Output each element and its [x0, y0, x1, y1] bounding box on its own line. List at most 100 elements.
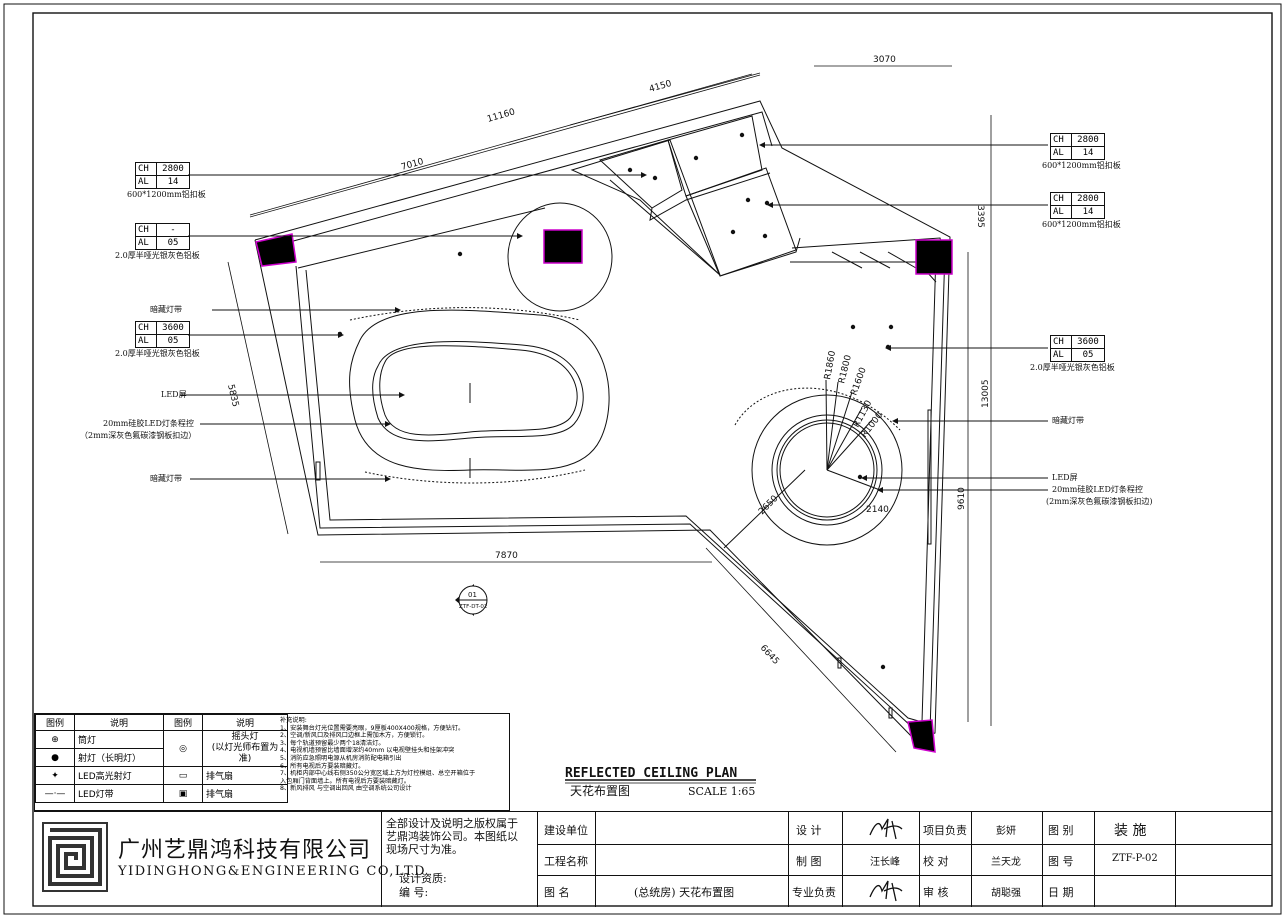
label-hidden-strip-3: 暗藏灯带 [1052, 416, 1084, 425]
design-qualification: 设计资质: [399, 872, 447, 885]
tag-al-value: 05 [156, 334, 190, 348]
tag-ch-label: CH [1050, 133, 1072, 147]
tag-ch-value: - [156, 223, 190, 237]
radius-r1600: R1600 [849, 366, 868, 397]
radius-r1860: R1860 [823, 350, 838, 381]
plan-title-cn: 天花布置图 [570, 783, 630, 798]
major-label: 专业负责 [792, 886, 836, 899]
company-name-cn: 广州艺鼎鸿科技有限公司 [118, 838, 372, 863]
legend-header-icon-2: 图例 [163, 714, 203, 731]
exhaust-fan-square-icon: ▣ [163, 784, 203, 803]
checker-name: 兰天龙 [991, 857, 1021, 868]
dim-9610: 9610 [957, 487, 967, 510]
legend-led-spot: LED高光射灯 [74, 766, 164, 785]
tag-ch-value: 3600 [1071, 335, 1105, 349]
tag-al-label: AL [1050, 205, 1072, 219]
pm-label: 项目负责 [923, 824, 967, 837]
check-label: 校 对 [923, 855, 949, 868]
pm-name: 彭妍 [996, 826, 1016, 837]
legend-downlight: 筒灯 [74, 730, 164, 749]
dim-6645: 6645 [758, 643, 781, 667]
dim-3070: 3070 [873, 55, 896, 65]
dimension-text: 11160 4150 7010 3070 3395 5835 13005 961… [225, 55, 991, 667]
light-fixtures [337, 132, 894, 670]
tag-ch-value: 2800 [1071, 133, 1105, 147]
copyright-line-3: 现场尺寸为准。 [386, 843, 463, 856]
legend-moving-head: 摇头灯 [231, 732, 259, 742]
dimension-lines [227, 65, 992, 753]
dim-7870: 7870 [495, 551, 518, 561]
copyright-line-2: 艺鼎鸿装饰公司。本图纸以 [386, 830, 518, 843]
tag-ch-value: 3600 [156, 321, 190, 335]
legend-moving-head-note: (以灯光师布置为准) [211, 743, 279, 764]
drawing-name-label: 图 名 [544, 886, 570, 899]
tag-note: 2.0厚半哑光银灰色铝板 [115, 251, 200, 260]
legend-header-icon-1: 图例 [35, 714, 75, 731]
exhaust-fan-bar-icon: ▭ [163, 766, 203, 785]
review-label: 审 核 [923, 886, 949, 899]
draw-label: 制 图 [796, 855, 822, 868]
label-strip-2a: 20mm硅胶LED灯条程控 [1052, 485, 1143, 494]
note-line: 1、安装舞台灯光位置需要亮眼，9厘板400X400规格，方便钻钉。 [280, 724, 465, 732]
tag-al-label: AL [135, 175, 157, 189]
legend-exhaust-2: 排气扇 [202, 784, 288, 803]
note-line: 2、空调/新风口及排风口边框上需加木方，方便锁钉。 [280, 732, 429, 740]
plan-title-en: REFLECTED CEILING PLAN [565, 766, 737, 781]
tag-ch-value: 2800 [156, 162, 190, 176]
category-value: 装 施 [1114, 823, 1147, 839]
company-name-en: YIDINGHONG&ENGINEERING CO,LTD [118, 864, 427, 879]
tag-al-value: 14 [1071, 146, 1105, 160]
date-label: 日 期 [1048, 886, 1074, 899]
reviewer-name: 胡聪强 [991, 888, 1021, 899]
downlight-icon: ⊕ [35, 730, 75, 749]
drawing-code: 编 号: [399, 886, 429, 899]
spotlight-icon: ● [35, 748, 75, 767]
legend-exhaust-1: 排气扇 [202, 766, 288, 785]
category-label: 图 别 [1048, 824, 1074, 837]
dim-5835: 5835 [225, 383, 240, 408]
note-line: 6、所有电视后方要装暗藏灯。 [280, 762, 365, 770]
tag-note: 600*1200mm铝扣板 [127, 190, 206, 199]
legend-led-strip: LED灯带 [74, 784, 164, 803]
tag-al-label: AL [1050, 348, 1072, 362]
tag-al-value: 14 [156, 175, 190, 189]
columns [255, 229, 953, 753]
legend-table: 图例 说明 图例 说明 ⊕ 筒灯 ◎ 摇头灯 (以灯光师布置为准) ● 射灯（长… [34, 713, 510, 811]
drawing-number: ZTF-P-02 [1112, 853, 1158, 864]
dim-13005: 13005 [981, 379, 991, 408]
tag-note: 2.0厚半哑光银灰色铝板 [115, 349, 200, 358]
project-label: 工程名称 [544, 855, 588, 868]
legend-header-desc-1: 说明 [74, 714, 164, 731]
note-line: 入包厢门背面墙上。所有电视后方要装暗藏灯。 [280, 777, 410, 785]
note-line: 3、每个轨道预留最少两个18清洁灯。 [280, 739, 385, 747]
legend-header-desc-2: 说明 [202, 714, 288, 731]
leader-lines [180, 142, 1048, 493]
supplementary-notes: 补充说明: 1、安装舞台灯光位置需要亮眼，9厘板400X400规格，方便钻钉。 … [276, 714, 509, 810]
tag-note: 2.0厚半哑光银灰色铝板 [1030, 363, 1115, 372]
notes-title: 补充说明: [280, 717, 307, 724]
label-strip-1b: （2mm深灰色氟碳漆钢板扣边） [80, 431, 197, 440]
tag-ch-label: CH [135, 223, 157, 237]
label-strip-2b: (2mm深灰色氟碳漆钢板扣边) [1046, 497, 1153, 506]
designer-signature [869, 818, 903, 840]
tag-ch-label: CH [135, 321, 157, 335]
label-hidden-strip-2: 暗藏灯带 [150, 474, 182, 483]
note-line: 7、机柜内部中心线右侧350公分宽区域上方为灯控模组、总空开箱位于 [280, 770, 476, 778]
dim-3395: 3395 [975, 205, 985, 228]
drafter-name: 汪长峰 [870, 857, 900, 868]
copyright-line-1: 全部设计及说明之版权属于 [386, 817, 518, 830]
tag-al-label: AL [135, 236, 157, 250]
radius-r1800: R1800 [837, 354, 854, 385]
tag-ch-label: CH [1050, 335, 1072, 349]
tag-al-label: AL [1050, 146, 1072, 160]
section-ref: ZTF-DT-02 [459, 604, 487, 610]
tag-ch-label: CH [1050, 192, 1072, 206]
dim-2140: 2140 [866, 505, 889, 515]
label-led-screen-1: LED屏 [161, 390, 187, 399]
led-strip-icon: —·— [35, 784, 75, 803]
